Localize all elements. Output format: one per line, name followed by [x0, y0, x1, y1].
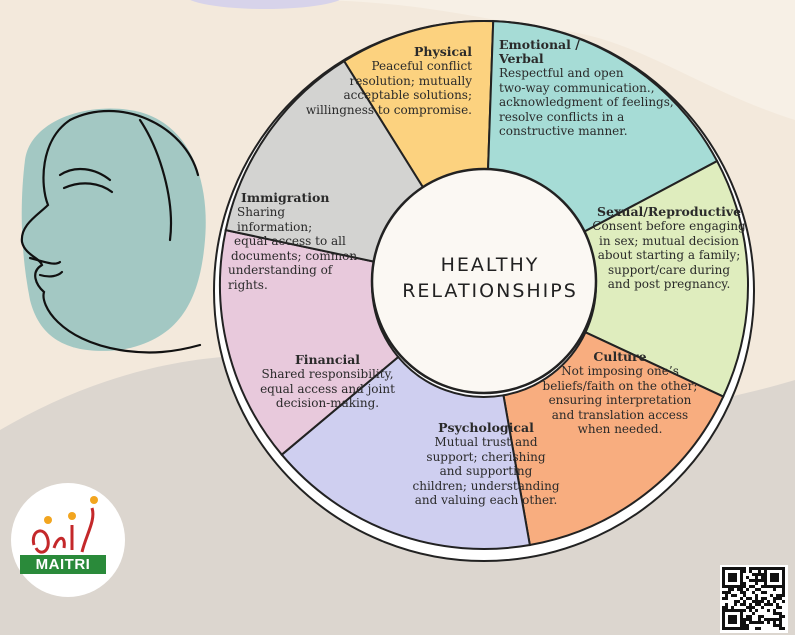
- segment-line: resolution; mutually: [349, 73, 472, 88]
- segment-line: Shared responsibility,: [261, 367, 394, 381]
- segment-line: understanding of: [228, 263, 333, 277]
- segment-culture-text: Culture Not imposing one’s beliefs/faith…: [540, 350, 700, 437]
- background-blob-light: [0, 0, 795, 120]
- segment-physical-text: Physical Peaceful conflict resolution; m…: [300, 45, 472, 117]
- segment-line: constructive manner.: [499, 124, 628, 138]
- segment-financial-text: Financial Shared responsibility, equal a…: [250, 353, 405, 411]
- segment-line: Sharing information;: [237, 205, 313, 234]
- segment-line: and supporting: [439, 464, 533, 478]
- segment-sexual-text: Sexual/Reproductive Consent before engag…: [588, 205, 750, 292]
- segment-line: equal access and joint: [260, 381, 395, 396]
- center-circle: [370, 167, 598, 395]
- segment-line: and post pregnancy.: [607, 277, 731, 291]
- segment-line: Respectful and open: [499, 66, 624, 80]
- segment-line: two-way communication.,: [499, 80, 655, 95]
- segment-line: acceptable solutions;: [343, 88, 472, 102]
- center-title: HEALTHY RELATIONSHIPS: [372, 252, 608, 304]
- segment-line: support; cherishing: [426, 449, 546, 464]
- face-blob: [21, 108, 206, 351]
- segment-line: decision-making.: [275, 396, 380, 410]
- segment-title: Financial: [294, 352, 361, 367]
- segment-immigration-text: Immigration Sharing information; equal a…: [228, 191, 360, 292]
- segment-line: Consent before engaging: [592, 219, 746, 233]
- segment-culture: [502, 331, 725, 547]
- segment-title: Physical: [414, 44, 472, 59]
- segment-line: when needed.: [577, 422, 663, 436]
- segment-line: Not imposing one’s: [561, 364, 679, 378]
- face-line-art-icon: [20, 110, 202, 354]
- wheel-segments: [219, 20, 749, 550]
- segment-psychological: [280, 355, 532, 550]
- segment-line: beliefs/faith on the other;: [542, 378, 698, 393]
- center-title-line2: RELATIONSHIPS: [402, 280, 578, 302]
- segment-line: documents; common: [231, 248, 358, 263]
- segment-line: and valuing each other.: [414, 493, 558, 507]
- maitri-wordmark: MAITRI: [20, 555, 106, 574]
- segment-line: rights.: [228, 277, 268, 292]
- segment-psychological-text: Psychological Mutual trust and support; …: [412, 421, 560, 508]
- background-blob-lavender: [190, 0, 340, 9]
- segment-title: Emotional /: [499, 37, 580, 52]
- segment-financial: [219, 228, 400, 457]
- segment-line: support/care during: [608, 262, 730, 277]
- segment-title: Culture: [593, 349, 647, 364]
- segment-title: Sexual/Reproductive: [596, 204, 742, 219]
- segment-line: in sex; mutual decision: [598, 233, 740, 248]
- segment-title: Psychological: [438, 420, 534, 435]
- segment-line: ensuring interpretation: [548, 393, 692, 407]
- segment-title: Immigration: [241, 190, 330, 205]
- segment-line: acknowledgment of feelings,: [499, 95, 674, 109]
- segment-title: Verbal: [499, 51, 544, 66]
- maitri-logo-icon: [11, 483, 125, 597]
- center-title-line1: HEALTHY: [440, 254, 540, 276]
- segment-line: children; understanding: [412, 478, 560, 493]
- qr-code-icon[interactable]: [720, 565, 788, 633]
- segment-line: willingness to compromise.: [305, 102, 472, 117]
- segment-line: equal access to all: [234, 234, 346, 248]
- segment-line: Peaceful conflict: [371, 59, 473, 73]
- segment-emotional-text: Emotional / Verbal Respectful and open t…: [499, 38, 679, 139]
- segment-line: Mutual trust and: [434, 435, 538, 449]
- segment-line: and translation access: [551, 407, 689, 422]
- segment-line: about starting a family;: [597, 248, 741, 262]
- segment-line: resolve conflicts in a: [499, 109, 625, 124]
